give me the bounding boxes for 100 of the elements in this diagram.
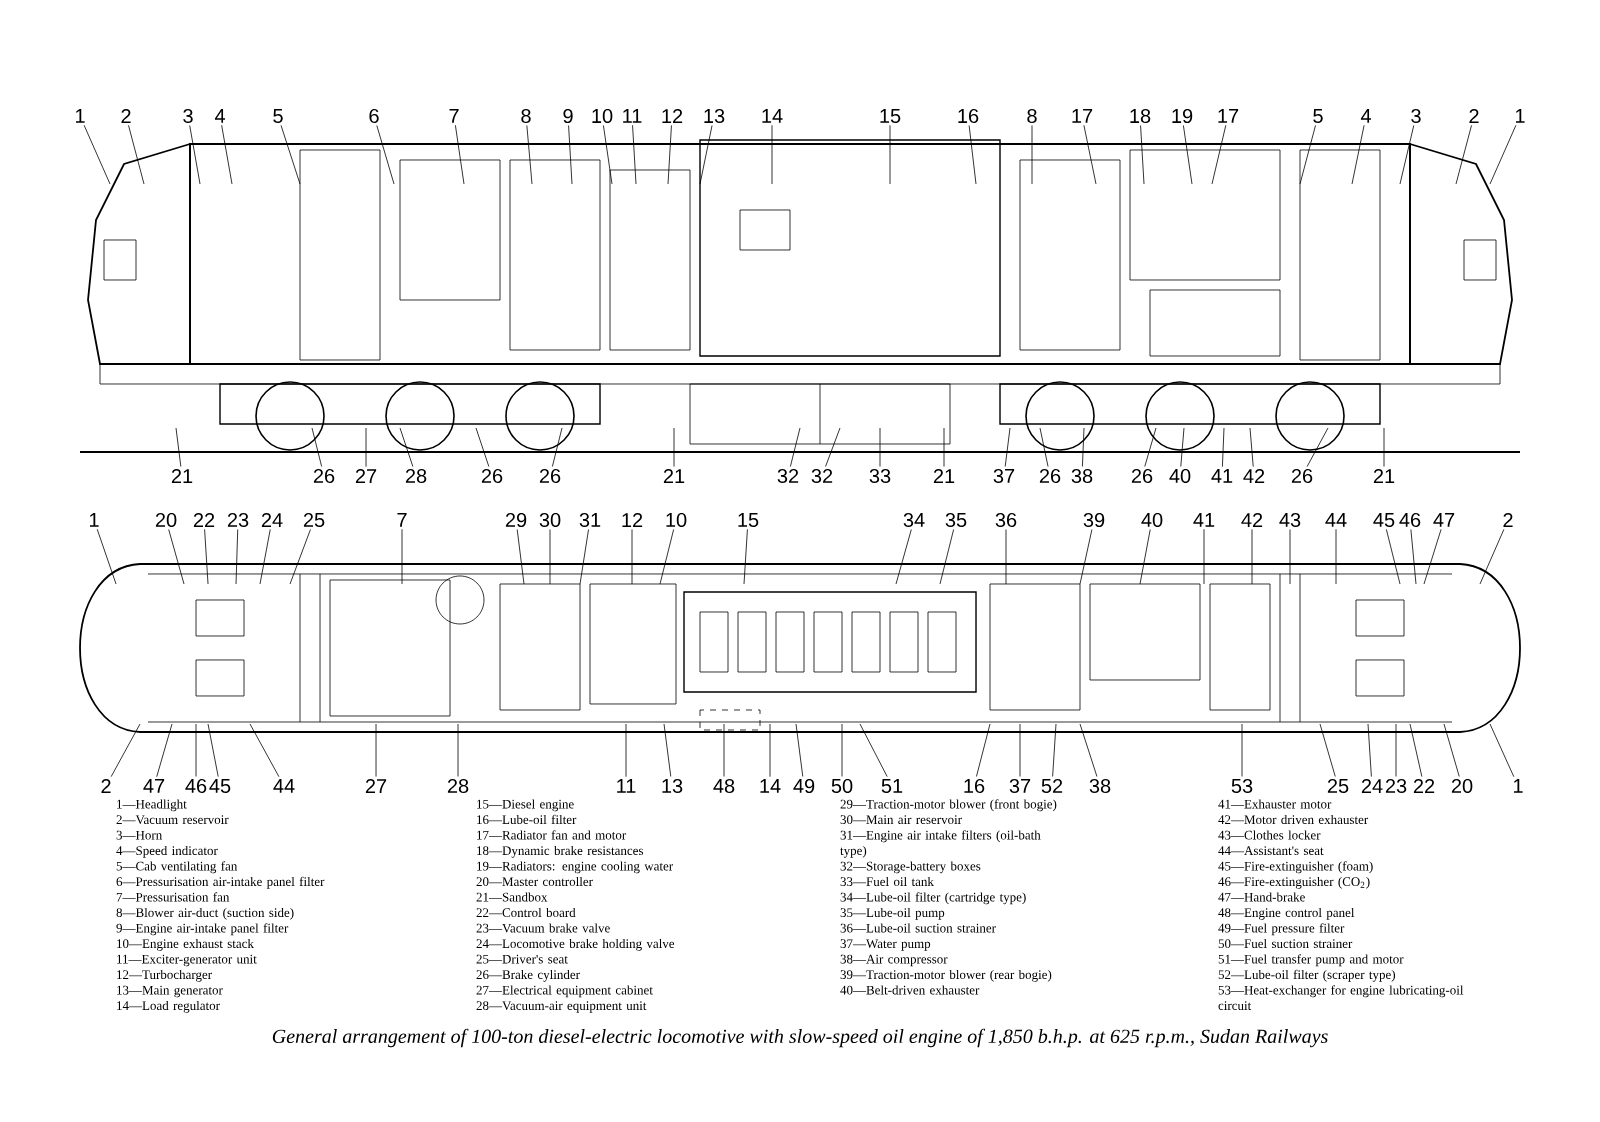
callout-number: 44	[1325, 513, 1347, 527]
leader-line	[1222, 427, 1225, 468]
callout-number: 32	[811, 468, 833, 484]
callout-number: 45	[1373, 513, 1395, 527]
leader-line	[889, 124, 891, 185]
callout-number: 28	[405, 468, 427, 484]
leader-line	[1082, 427, 1085, 467]
leader-line	[790, 427, 801, 467]
leader-line	[825, 427, 841, 467]
leader-line	[1299, 124, 1316, 185]
leader-line	[568, 125, 573, 185]
leader-line	[455, 124, 465, 185]
leader-line	[1004, 427, 1011, 467]
callout-number: 52	[1041, 778, 1063, 794]
callout-number: 27	[355, 469, 377, 483]
leader-line	[401, 528, 403, 585]
callout-number: 21	[933, 469, 955, 483]
leader-line	[376, 125, 395, 185]
leader-line	[1319, 723, 1336, 777]
callout-number: 12	[662, 109, 683, 123]
callout-number: 23	[1385, 778, 1407, 794]
leader-line	[895, 529, 912, 585]
leader-line	[249, 723, 280, 778]
leader-line	[1335, 528, 1337, 585]
callout-number: 2	[121, 109, 131, 123]
callout-number: 4	[1360, 109, 1371, 123]
callout-number: 33	[869, 468, 891, 484]
leader-line	[365, 427, 367, 467]
callout-number: 39	[1083, 512, 1105, 528]
callout-number: 26	[1291, 468, 1313, 484]
callout-number: 15	[880, 109, 901, 123]
leader-line	[769, 723, 771, 778]
leader-line	[1031, 125, 1033, 185]
callout-number: 46	[185, 778, 207, 794]
callout-number: 29	[505, 512, 527, 528]
callout-number: 34	[903, 512, 925, 528]
leader-line	[1144, 427, 1157, 467]
leader-line	[976, 723, 991, 777]
callout-number: 1	[1514, 779, 1523, 793]
leader-line	[195, 723, 197, 777]
callout-number: 36	[995, 512, 1017, 528]
leader-line	[96, 528, 117, 585]
leader-line	[1351, 124, 1365, 185]
leader-line	[1455, 124, 1472, 185]
callout-number: 2	[101, 779, 111, 793]
leader-line	[1052, 723, 1057, 777]
leader-line	[1399, 125, 1415, 185]
callout-number: 47	[143, 779, 165, 793]
callout-number: 26	[481, 468, 503, 484]
callout-number: 1	[76, 109, 85, 123]
callout-number: 51	[881, 779, 903, 793]
callout-number: 10	[592, 108, 613, 124]
callout-number: 45	[209, 779, 231, 793]
leader-line	[221, 124, 233, 185]
leader-line	[128, 124, 145, 185]
callout-number: 15	[738, 513, 759, 527]
callout-number: 35	[945, 512, 967, 528]
callout-number: 46	[1399, 512, 1421, 528]
leader-line	[1423, 528, 1442, 585]
callout-number: 11	[623, 109, 642, 123]
callout-number: 2	[1503, 513, 1513, 527]
callout-number: 24	[261, 513, 283, 527]
leader-line	[743, 528, 748, 585]
leader-line	[879, 427, 881, 467]
leader-line	[1410, 529, 1417, 585]
leader-line	[1019, 723, 1021, 777]
leader-line	[1005, 529, 1007, 585]
callout-number: 38	[1071, 468, 1093, 484]
callout-number: 21	[663, 469, 685, 483]
leader-line	[280, 124, 301, 185]
callout-number: 20	[155, 512, 177, 528]
leader-line	[1385, 528, 1401, 585]
leader-line	[1139, 529, 1151, 585]
callout-number: 16	[958, 108, 979, 124]
callout-number: 1	[90, 513, 99, 527]
leader-line	[1489, 723, 1515, 778]
leader-line	[631, 528, 633, 585]
callout-number: 3	[183, 108, 193, 124]
leader-line	[1203, 528, 1205, 585]
leader-line	[579, 529, 589, 585]
callout-number: 42	[1241, 513, 1263, 527]
leader-line	[659, 529, 675, 585]
leader-line	[204, 528, 209, 585]
leader-line	[1489, 124, 1517, 185]
callout-number: 26	[539, 468, 561, 484]
leader-line	[311, 427, 323, 467]
callout-number: 13	[704, 108, 725, 124]
callout-number: 8	[1027, 108, 1037, 124]
callout-number: 38	[1089, 778, 1111, 794]
leader-line	[673, 427, 675, 467]
leader-line	[168, 529, 185, 585]
leader-line	[1180, 427, 1185, 467]
callout-number: 44	[273, 779, 295, 793]
leader-line	[1039, 427, 1049, 467]
callout-number: 7	[397, 513, 407, 527]
callout-number: 37	[993, 468, 1015, 484]
leader-line	[289, 529, 311, 585]
leader-line	[399, 427, 414, 467]
callout-number: 41	[1211, 469, 1233, 483]
leader-line	[1479, 528, 1505, 585]
